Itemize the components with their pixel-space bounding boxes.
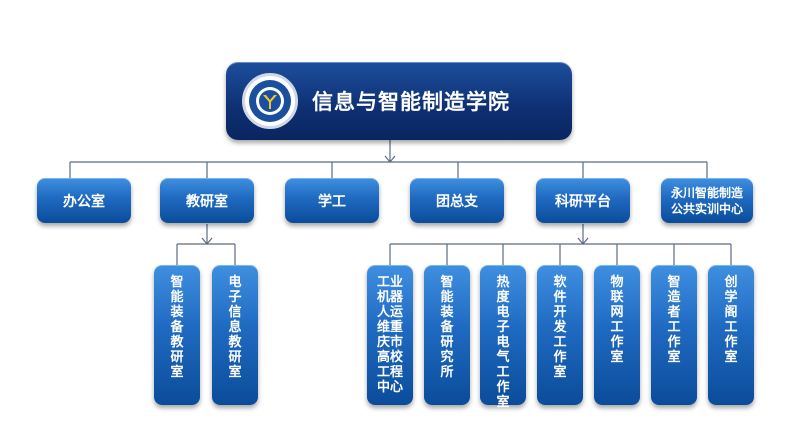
dept-training-center: 永川智能制造公共实训中心 — [661, 178, 753, 223]
dept-label: 团总支 — [436, 193, 478, 210]
dept-label: 科研平台 — [555, 193, 611, 210]
platform-label: 智造者工作室 — [667, 275, 681, 365]
dept-label: 永川智能制造公共实训中心 — [670, 185, 743, 216]
platform-software-studio: 软件开发工作室 — [537, 265, 583, 405]
platform-maker-studio: 智造者工作室 — [651, 265, 697, 405]
dept-student-affairs: 学工 — [285, 178, 379, 223]
platform-electrical-studio: 热度电子电气工作室 — [480, 265, 526, 410]
platform-label: 创学阁工作室 — [724, 275, 738, 365]
dept-label: 学工 — [318, 193, 346, 210]
root-node: 信息与智能制造学院 — [226, 62, 572, 140]
dept-label: 教研室 — [186, 193, 228, 210]
platform-label: 热度电子电气工作室 — [496, 275, 510, 410]
dept-teaching-office: 教研室 — [160, 178, 254, 223]
platform-label: 物联网工作室 — [610, 275, 624, 365]
platform-equipment-institute: 智能装备研究所 — [424, 265, 470, 405]
platform-innovation-studio: 创学阁工作室 — [708, 265, 754, 405]
root-title: 信息与智能制造学院 — [312, 90, 510, 114]
dept-label: 办公室 — [63, 193, 105, 210]
dept-office: 办公室 — [37, 178, 131, 223]
teaching-office-electronic-info: 电子信息教研室 — [212, 265, 258, 405]
dept-youth-league: 团总支 — [410, 178, 504, 223]
platform-robot-engineering-center: 工业机器人运维重庆市高校工程中心 — [367, 265, 413, 405]
platform-label: 工业机器人运维重庆市高校工程中心 — [376, 275, 403, 395]
school-emblem-icon — [242, 73, 298, 129]
teaching-office-intelligent-equipment: 智能装备教研室 — [154, 265, 200, 405]
platform-label: 智能装备研究所 — [440, 275, 454, 380]
platform-iot-studio: 物联网工作室 — [594, 265, 640, 405]
platform-label: 软件开发工作室 — [553, 275, 567, 380]
office-label: 电子信息教研室 — [228, 275, 242, 380]
office-label: 智能装备教研室 — [170, 275, 184, 380]
dept-research-platform: 科研平台 — [536, 178, 630, 223]
